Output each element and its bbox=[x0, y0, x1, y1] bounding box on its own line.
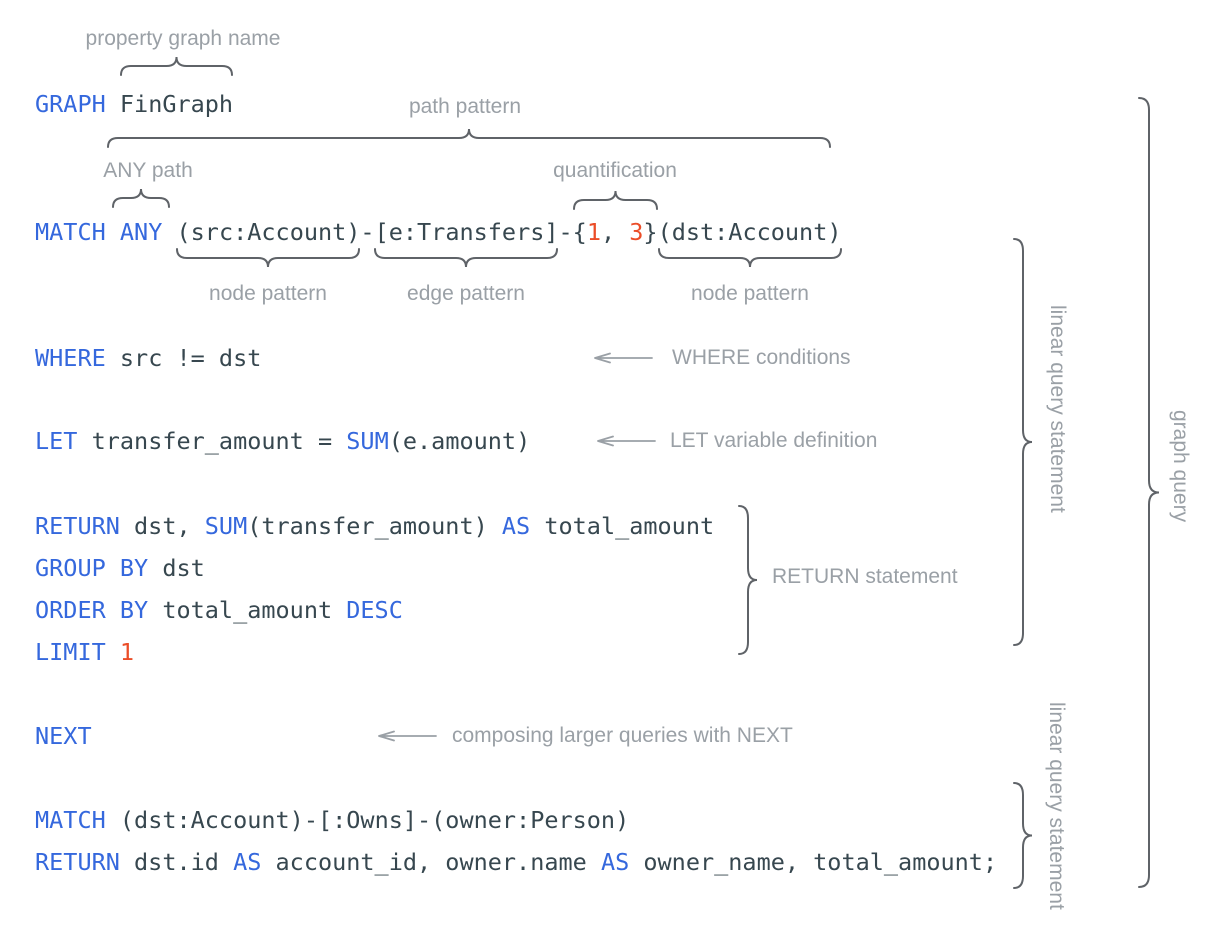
code-line-group-by: GROUP BY dst bbox=[35, 554, 205, 582]
annotation-linear-query-statement-top: linear query statement bbox=[1046, 305, 1069, 513]
annotation-next-composition: composing larger queries with NEXT bbox=[452, 724, 793, 747]
code-line-graph-clause: GRAPH FinGraph bbox=[35, 90, 234, 118]
next-composition-arrow-icon bbox=[371, 730, 437, 742]
brace-linear-query-statement-top bbox=[1013, 238, 1033, 646]
code-line-let: LET transfer_amount = SUM(e.amount) bbox=[35, 427, 531, 455]
where-conditions-arrow-icon bbox=[587, 352, 653, 364]
annotation-node-pattern-left: node pattern bbox=[209, 282, 327, 305]
code-line-next: NEXT bbox=[35, 722, 92, 750]
code-line-order-by: ORDER BY total_amount DESC bbox=[35, 596, 403, 624]
annotation-node-pattern-right: node pattern bbox=[691, 282, 809, 305]
brace-property-graph-name bbox=[120, 56, 233, 76]
let-variable-arrow-icon bbox=[590, 435, 656, 447]
brace-linear-query-statement-bottom bbox=[1013, 782, 1033, 889]
brace-graph-query bbox=[1138, 97, 1160, 888]
brace-quantification bbox=[573, 190, 658, 210]
annotation-edge-pattern: edge pattern bbox=[407, 282, 525, 305]
code-line-where: WHERE src != dst bbox=[35, 344, 262, 372]
brace-any-path bbox=[112, 188, 170, 208]
code-line-match-owns: MATCH (dst:Account)-[:Owns]-(owner:Perso… bbox=[35, 806, 630, 834]
code-line-return-aggregate: RETURN dst, SUM(transfer_amount) AS tota… bbox=[35, 512, 715, 540]
brace-node-pattern-right bbox=[658, 248, 842, 268]
brace-edge-pattern bbox=[374, 248, 558, 268]
brace-path-pattern bbox=[107, 128, 831, 148]
annotation-property-graph-name: property graph name bbox=[85, 27, 281, 50]
annotation-any-path: ANY path bbox=[103, 159, 193, 182]
annotation-let-variable-definition: LET variable definition bbox=[670, 429, 878, 452]
code-line-return-final: RETURN dst.id AS account_id, owner.name … bbox=[35, 848, 998, 876]
code-line-limit: LIMIT 1 bbox=[35, 638, 135, 666]
annotation-return-statement: RETURN statement bbox=[772, 565, 958, 588]
code-line-match-any: MATCH ANY (src:Account)-[e:Transfers]-{1… bbox=[35, 218, 842, 246]
brace-node-pattern-left bbox=[176, 248, 360, 268]
annotation-quantification: quantification bbox=[553, 159, 677, 182]
annotation-path-pattern: path pattern bbox=[408, 95, 522, 118]
annotation-graph-query: graph query bbox=[1169, 410, 1192, 523]
annotation-where-conditions: WHERE conditions bbox=[672, 346, 851, 369]
brace-return-statement bbox=[738, 505, 758, 655]
annotation-linear-query-statement-bottom: linear query statement bbox=[1045, 702, 1068, 910]
